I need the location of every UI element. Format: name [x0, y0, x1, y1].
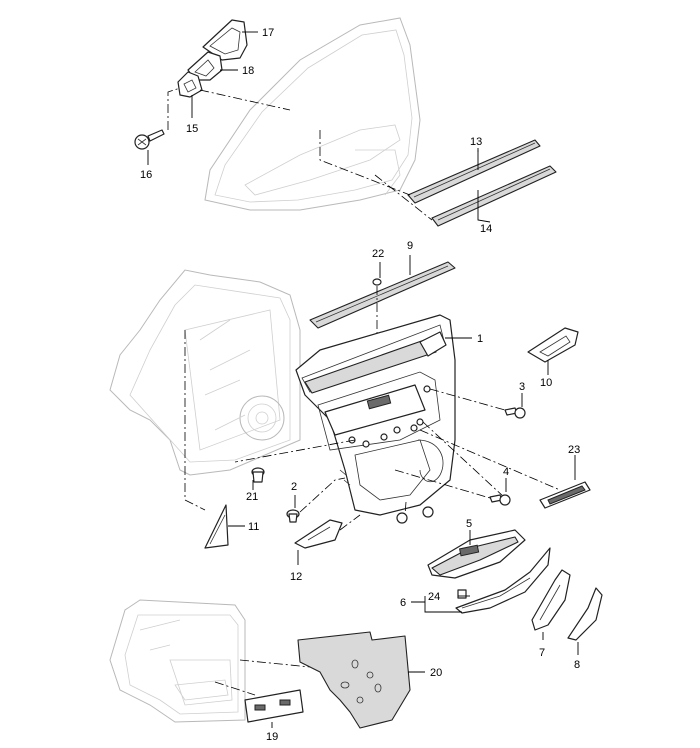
handle-cover-8	[567, 587, 603, 641]
assembly-line-11	[184, 330, 206, 511]
window-frame-ghost	[204, 17, 421, 211]
callout-8: 8	[574, 659, 580, 671]
handle-7	[531, 569, 571, 631]
leader-lines	[147, 31, 579, 728]
door-trim-panel-1	[295, 314, 456, 516]
mirror-cover-17	[202, 19, 248, 61]
screw-4	[489, 494, 511, 506]
badge-23	[539, 481, 591, 509]
clip-2	[286, 509, 300, 523]
callout-12: 12	[290, 571, 302, 583]
callout-5: 5	[466, 518, 472, 530]
mirror-bracket-15	[177, 71, 203, 98]
armrest-5	[427, 529, 526, 579]
handle-cover-12	[294, 519, 343, 549]
screw-3	[504, 407, 526, 419]
door-shell-ghost	[109, 599, 246, 723]
plug-24	[457, 589, 467, 599]
callout-13: 13	[470, 136, 482, 148]
callout-10: 10	[540, 377, 552, 389]
callout-1: 1	[477, 333, 483, 345]
window-sill-strip-13	[407, 139, 541, 204]
callout-24: 24	[428, 591, 440, 603]
callout-16: 16	[140, 169, 152, 181]
callout-2: 2	[291, 481, 297, 493]
assembly-line-14	[374, 174, 433, 221]
assembly-line-15-frame	[199, 89, 291, 111]
callout-23: 23	[568, 444, 580, 456]
callout-15: 15	[186, 123, 198, 135]
plate-19	[244, 689, 304, 723]
window-sill-strip-14	[431, 165, 557, 227]
callout-14: 14	[480, 223, 492, 235]
callout-9: 9	[407, 240, 413, 252]
bolt-16	[134, 129, 165, 150]
corner-cover-11	[204, 504, 229, 549]
callout-20: 20	[430, 667, 442, 679]
trim-strip-9	[309, 261, 456, 329]
armrest-trim-6	[455, 547, 551, 614]
assembly-line-16	[167, 87, 181, 130]
callout-labels: 17 18 15 16 13 14 9 22 1 10 3 4 23 21 11…	[140, 27, 580, 743]
callout-19: 19	[266, 731, 278, 743]
callout-7: 7	[539, 647, 545, 659]
screws-4-lower	[396, 506, 434, 524]
door-body-ghost	[109, 269, 301, 476]
callout-3: 3	[519, 381, 525, 393]
callout-11: 11	[248, 521, 259, 533]
clip-22	[372, 278, 382, 286]
assembly-line-20	[239, 659, 321, 669]
callout-6: 6	[400, 597, 406, 609]
assembly-lines-screws	[234, 388, 506, 516]
panel-screws	[348, 385, 431, 448]
moisture-barrier-20	[297, 631, 411, 729]
callout-18: 18	[242, 65, 254, 77]
door-grip-10	[527, 327, 579, 363]
callout-17: 17	[262, 27, 274, 39]
callout-22: 22	[372, 248, 384, 260]
clip-21	[251, 467, 265, 483]
callout-4: 4	[503, 466, 509, 478]
assembly-line-19	[214, 681, 256, 696]
assembly-line-13	[319, 130, 411, 196]
callout-21: 21	[246, 491, 258, 503]
